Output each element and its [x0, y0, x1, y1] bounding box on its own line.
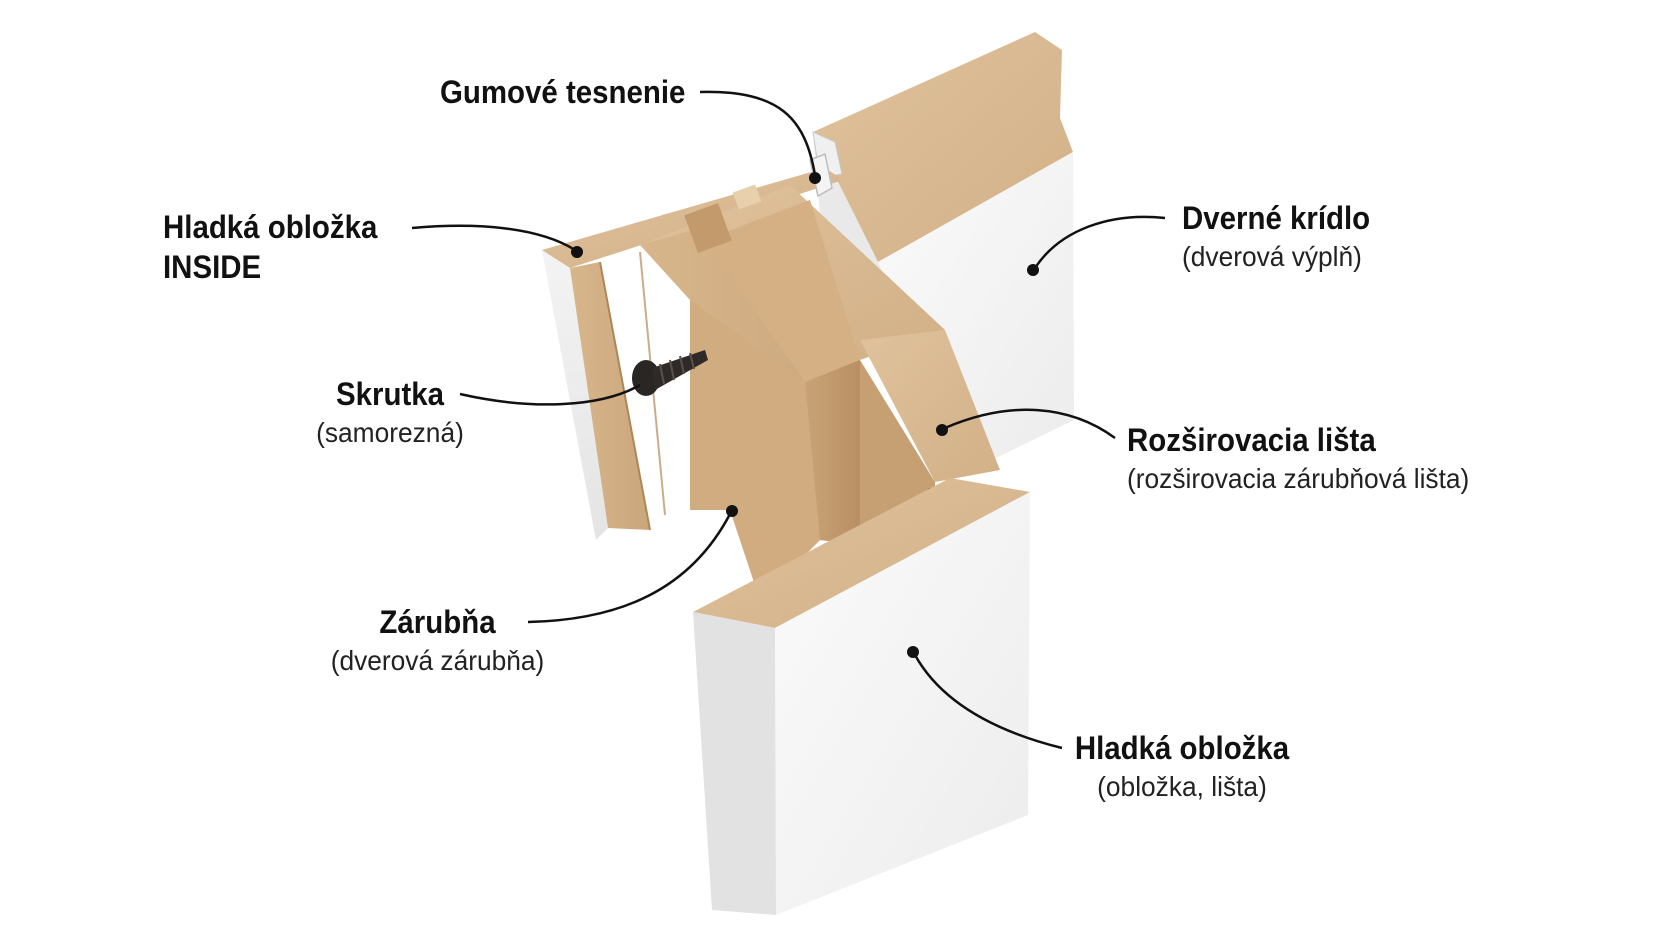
jamb-side-shadow: [805, 360, 860, 545]
leader-rozsirovacia-lista: [944, 408, 1116, 440]
label-skrutka-subtitle: (samorezná): [316, 417, 464, 448]
label-rozsirovacia-lista-subtitle: (rozširovacia zárubňová lišta): [1127, 463, 1470, 494]
label-zarubna-title: Zárubňa: [379, 604, 496, 640]
dot-hladka-obloza: [907, 646, 919, 658]
front-architrave-face: [775, 492, 1030, 915]
label-hladka-obloza-inside-line2: INSIDE: [163, 249, 262, 285]
label-hladka-obloza: Hladká obložka (obložka, lišta): [1062, 728, 1302, 806]
label-hladka-obloza-title: Hladká obložka: [1074, 730, 1290, 766]
rubber-seal: [809, 152, 833, 198]
label-dverne-kridlo-title: Dverné krídlo: [1182, 200, 1371, 236]
label-zarubna: Zárubňa (dverová zárubňa): [305, 602, 570, 680]
leader-lines: [411, 90, 1166, 750]
dot-hladka-obloza-inside: [571, 246, 583, 258]
door-leaf-top-edge: [813, 32, 1073, 262]
jamb-middle-panel: [705, 200, 860, 382]
jamb-lower-front: [690, 300, 820, 600]
dot-rozsirovacia-lista: [936, 424, 948, 436]
label-skrutka-title: Skrutka: [335, 376, 444, 412]
label-hladka-obloza-inside: Hladká obložka INSIDE: [163, 207, 396, 287]
dot-gumove-tesnenie: [809, 172, 821, 184]
label-skrutka: Skrutka (samorezná): [290, 374, 490, 452]
dot-dverne-kridlo: [1027, 264, 1039, 276]
rubber-seal-profile: [809, 152, 833, 198]
front-architrave-side: [693, 612, 776, 915]
leader-gumove-tesnenie: [699, 90, 817, 176]
label-hladka-obloza-inside-line1: Hladká obložka: [163, 209, 378, 245]
leader-hladka-obloza-inside: [411, 224, 576, 252]
extension-strip-top: [860, 330, 1000, 482]
label-gumove-tesnenie-title: Gumové tesnenie: [440, 74, 686, 110]
inside-architrave-face: [542, 250, 608, 540]
label-hladka-obloza-subtitle: (obložka, lišta): [1097, 771, 1267, 802]
dot-zarubna: [726, 505, 738, 517]
door-frame-jamb: [640, 184, 945, 600]
label-dverne-kridlo-subtitle: (dverová výplň): [1182, 241, 1362, 272]
leader-hladka-obloza: [913, 654, 1063, 750]
label-zarubna-subtitle: (dverová zárubňa): [330, 645, 545, 676]
front-architrave-top: [693, 478, 1030, 628]
front-architrave: [693, 478, 1030, 915]
leader-dverne-kridlo: [1033, 215, 1166, 269]
label-gumove-tesnenie: Gumové tesnenie: [440, 72, 707, 112]
leader-skrutka: [459, 383, 641, 406]
label-rozsirovacia-lista-title: Rozširovacia lišta: [1127, 422, 1376, 458]
label-dverne-kridlo: Dverné krídlo (dverová výplň): [1182, 198, 1387, 276]
leader-zarubna: [527, 513, 732, 624]
screw: [632, 350, 708, 396]
screw-shank: [652, 350, 708, 390]
door-leaf-face: [878, 152, 1074, 458]
label-rozsirovacia-lista: Rozširovacia lišta (rozširovacia zárubňo…: [1127, 420, 1491, 498]
